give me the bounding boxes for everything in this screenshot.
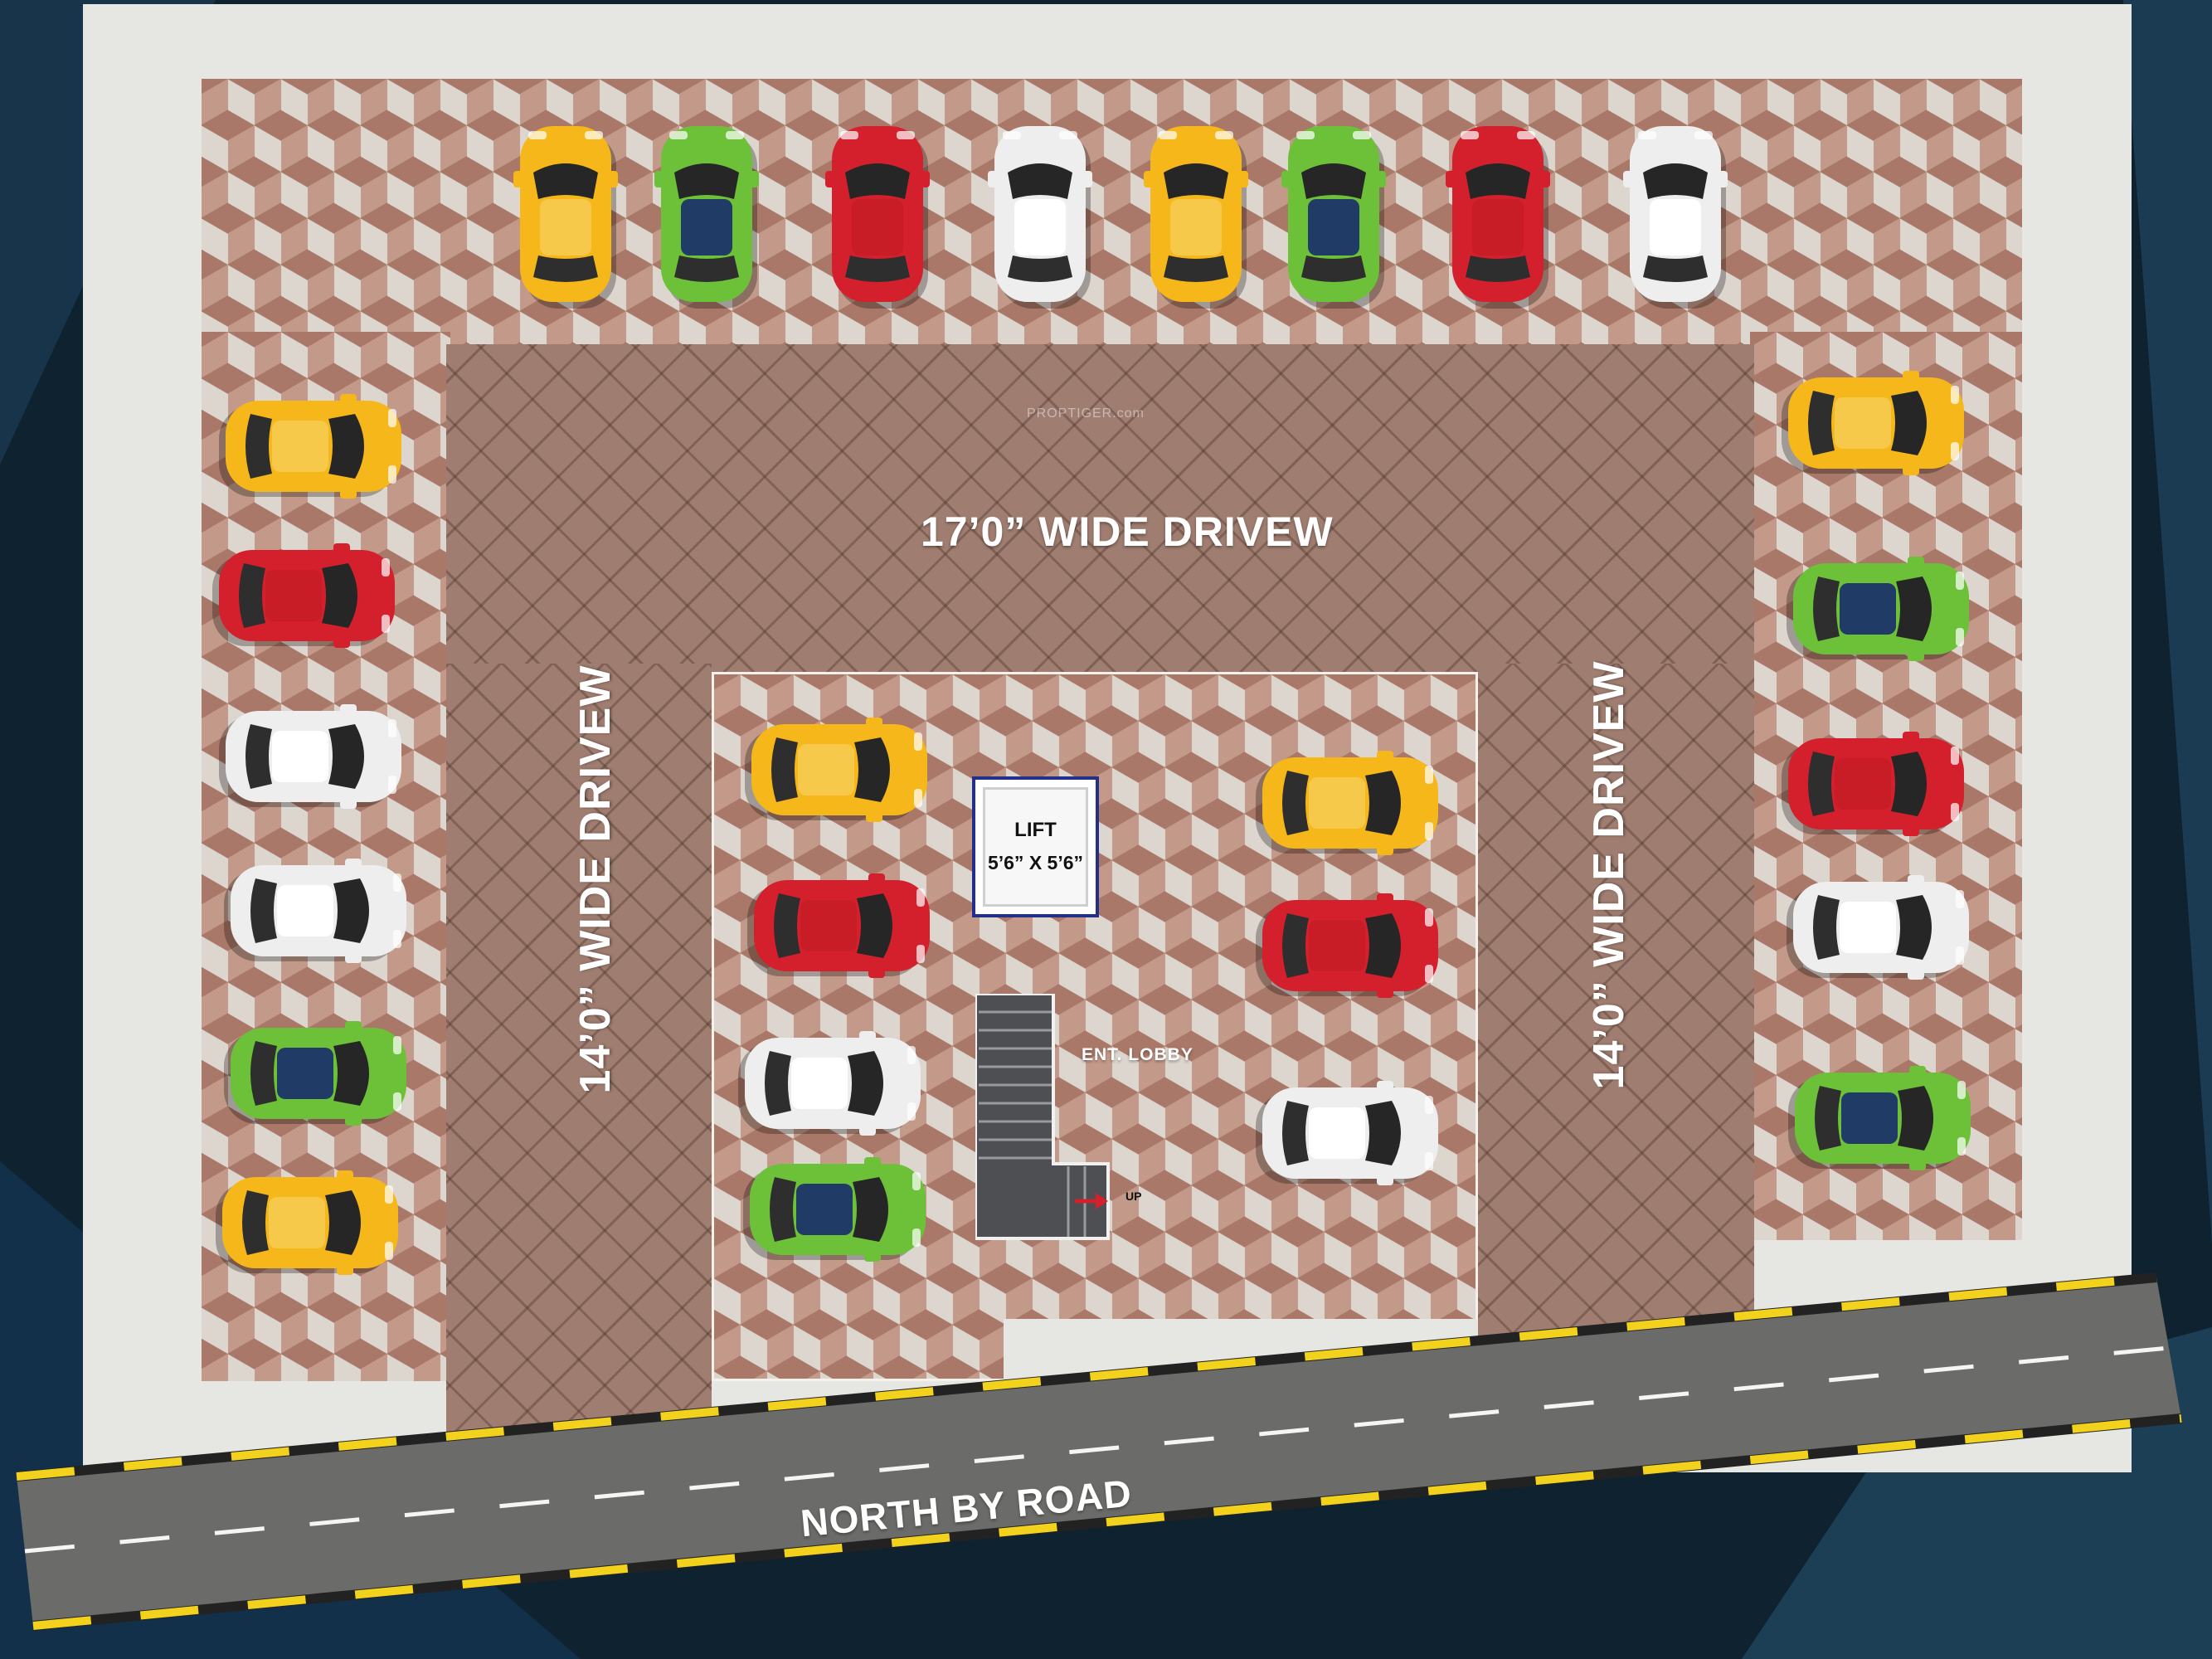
car-white: [1787, 875, 1972, 980]
car-yellow: [1144, 123, 1248, 309]
car-green: [1787, 557, 1972, 661]
top-driveway-label: 17’0” WIDE DRIVEW: [921, 508, 1334, 555]
driveway-left: [446, 664, 712, 1435]
car-green: [224, 1021, 410, 1126]
stair-up-label: UP: [1125, 1190, 1142, 1203]
car-green: [1281, 123, 1386, 309]
car-white: [1256, 1081, 1441, 1185]
car-yellow: [216, 1170, 401, 1275]
car-red: [1256, 893, 1441, 998]
car-white: [738, 1031, 924, 1136]
right-driveway-label: 14’0” WIDE DRIVEW: [1585, 660, 1633, 1090]
car-green: [743, 1157, 929, 1262]
lift-size: 5’6” X 5’6”: [987, 852, 1084, 873]
car-yellow: [1782, 371, 1967, 475]
car-white: [1623, 123, 1728, 309]
car-yellow: [219, 394, 405, 499]
car-green: [654, 123, 759, 309]
car-red: [1446, 123, 1550, 309]
watermark: PROPTIGER.com: [1027, 406, 1145, 421]
car-red: [1782, 732, 1967, 836]
driveway-top: [446, 344, 1754, 676]
car-red: [825, 123, 930, 309]
driveway-right: [1478, 664, 1754, 1352]
car-white: [219, 704, 405, 809]
car-yellow: [1256, 751, 1441, 855]
car-yellow: [745, 718, 931, 822]
car-red: [212, 543, 398, 648]
lobby-label: ENT. LOBBY: [1082, 1045, 1194, 1064]
car-white: [988, 123, 1092, 309]
left-driveway-label: 14’0” WIDE DRIVEW: [571, 664, 620, 1094]
car-green: [1788, 1066, 1974, 1170]
car-white: [224, 859, 410, 963]
lift-box: LIFT 5’6” X 5’6”: [972, 776, 1099, 917]
car-red: [747, 873, 933, 978]
lift-title: LIFT: [1014, 819, 1057, 841]
staircase: [975, 994, 1110, 1240]
car-yellow: [513, 123, 618, 309]
